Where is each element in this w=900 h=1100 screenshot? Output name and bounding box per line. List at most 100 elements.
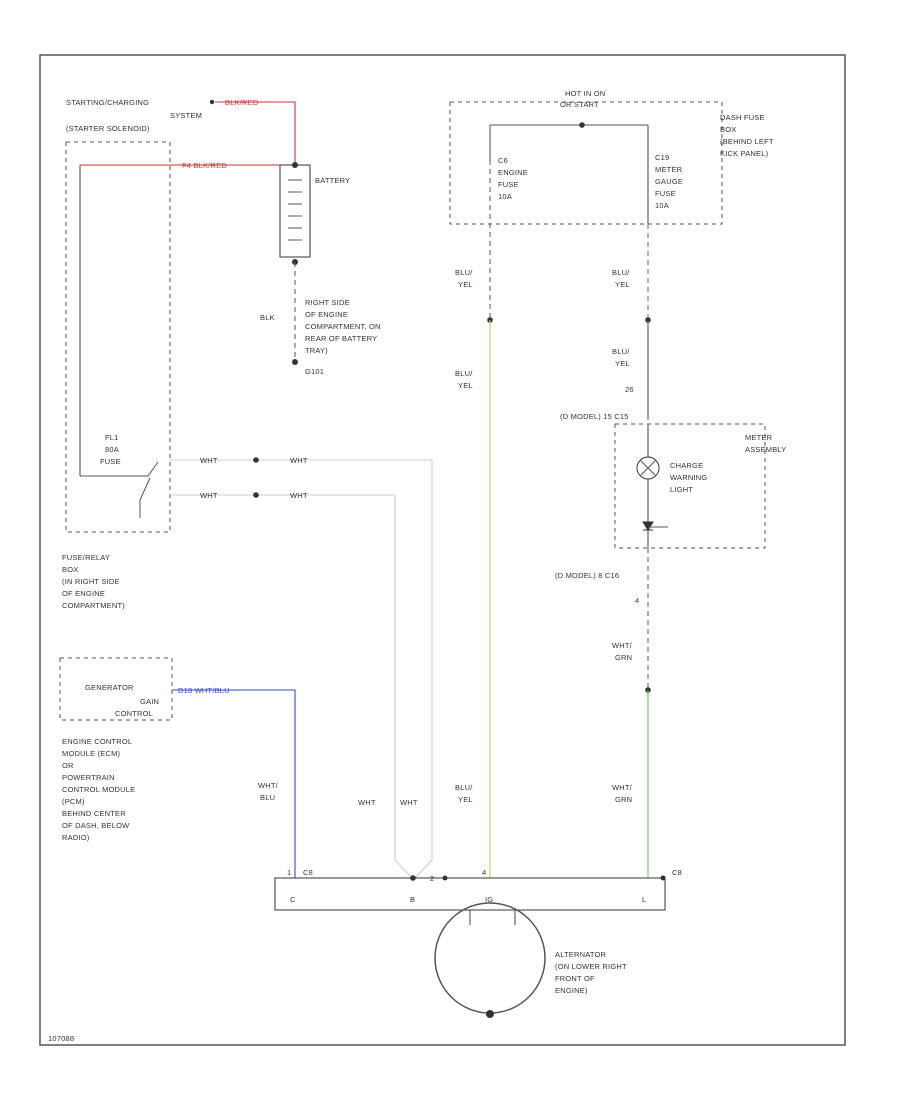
blu-yel-label-2a: BLU/ xyxy=(612,268,630,277)
meter-fuse-label-2: METER xyxy=(655,165,683,174)
alt-term-b: B xyxy=(410,895,415,904)
blu-yel-label-3b: YEL xyxy=(458,381,473,390)
fuse-blk-red-label: F4 BLK/RED xyxy=(182,161,227,170)
blu-yel-label-1a: BLU/ xyxy=(455,268,473,277)
alt-connector-label-2: C8 xyxy=(672,868,682,877)
wht-label-6: WHT xyxy=(400,798,418,807)
meter-fuse-label-3: GAUGE xyxy=(655,177,683,186)
blu-yel-label-1b: YEL xyxy=(458,280,473,289)
ecm-label-9: RADIO) xyxy=(62,833,90,842)
ground-loc-4: REAR OF BATTERY xyxy=(305,334,377,343)
meter-fuse-label-5: 10A xyxy=(655,201,669,210)
gen-wire-label: D18 WHT/BLU xyxy=(178,686,230,695)
alternator-connector xyxy=(274,877,666,911)
alt-l-pin-node xyxy=(660,875,666,881)
fuse-relay-label-4: OF ENGINE xyxy=(62,589,105,598)
alt-pin-1: 1 xyxy=(287,868,291,877)
pin-4-label: 4 xyxy=(635,596,639,605)
alternator-symbol xyxy=(434,902,546,1014)
ecm-label-8: OF DASH, BELOW xyxy=(62,821,130,830)
wht-blu-wire xyxy=(172,689,296,878)
blk-red-top-label: BLK/RED xyxy=(225,98,259,107)
blu-yel-label-3a: BLU/ xyxy=(455,369,473,378)
blu-yel-label-5a: BLU/ xyxy=(612,347,630,356)
ecm-box-outline xyxy=(59,657,173,721)
engine-fuse-label-4: 10A xyxy=(498,192,512,201)
starter-arrow-icon xyxy=(209,99,215,105)
battery-positive-node xyxy=(292,162,298,168)
dash-fuse-box-label-4: KICK PANEL) xyxy=(720,149,769,158)
blk-red-wire-top xyxy=(215,101,296,165)
engine-fuse-label-3: FUSE xyxy=(498,180,519,189)
meter-assembly-outline xyxy=(614,423,766,549)
ecm-label-2: MODULE (ECM) xyxy=(62,749,121,758)
ecm-label-7: BEHIND CENTER xyxy=(62,809,126,818)
wht-grn-label-2a: WHT/ xyxy=(612,783,633,792)
wht-grn-label-2b: GRN xyxy=(615,795,632,804)
wht-label-1: WHT xyxy=(200,456,218,465)
alt-connector-label-1: C8 xyxy=(303,868,313,877)
hot-in-on-label-1: HOT IN ON xyxy=(565,89,605,98)
alt-term-l: L xyxy=(642,895,646,904)
wht-splice-lower xyxy=(253,492,259,498)
d-model-bot-label: (D MODEL) 8 C16 xyxy=(555,571,619,580)
charge-light-label-2: WARNING xyxy=(670,473,707,482)
diode-icon xyxy=(642,521,654,531)
hot-bus-splice xyxy=(579,122,585,128)
dash-fuse-box-label-3: (BEHIND LEFT xyxy=(720,137,774,146)
blk-ground-label: BLK xyxy=(260,313,275,322)
starting-system-label-3: (STARTER SOLENOID) xyxy=(66,124,150,133)
fuse-relay-label-5: COMPARTMENT) xyxy=(62,601,125,610)
ground-loc-2: OF ENGINE xyxy=(305,310,348,319)
ground-loc-3: COMPARTMENT, ON xyxy=(305,322,381,331)
alt-pin-2-node xyxy=(442,875,448,881)
gen-control-label-1: GENERATOR xyxy=(85,683,134,692)
charge-light-label-3: LIGHT xyxy=(670,485,693,494)
hot-in-on-label-2: OR START xyxy=(560,100,599,109)
blu-yel-label-5b: YEL xyxy=(615,359,630,368)
d-model-top-label: (D MODEL) 15 C15 xyxy=(560,412,629,421)
fuse-relay-internal-link xyxy=(125,461,159,518)
dash-fuse-box-outline xyxy=(449,101,723,225)
wht-label-3: WHT xyxy=(200,491,218,500)
meter-fuse-label-4: FUSE xyxy=(655,189,676,198)
blu-yel-label-2b: YEL xyxy=(615,280,630,289)
alternator-label-2: (ON LOWER RIGHT xyxy=(555,962,627,971)
fuse-relay-box-outline xyxy=(65,141,171,533)
blu-yel-label-4b: YEL xyxy=(458,795,473,804)
pin-26-label: 26 xyxy=(625,385,634,394)
alt-b-terminal-node xyxy=(410,875,416,881)
ground-g101-node xyxy=(292,359,298,365)
dash-fuse-box-label-1: DASH FUSE xyxy=(720,113,765,122)
diagram-frame xyxy=(39,54,846,1046)
ecm-label-3: OR xyxy=(62,761,74,770)
alternator-ground-node xyxy=(486,1010,494,1018)
starting-system-label-2: SYSTEM xyxy=(170,111,202,120)
wht-label-5: WHT xyxy=(358,798,376,807)
wht-grn-label-1a: WHT/ xyxy=(612,641,633,650)
meter-assembly-label-1: METER xyxy=(745,433,773,442)
meter-fuse-label-1: C19 xyxy=(655,153,669,162)
wht-label-2: WHT xyxy=(290,456,308,465)
fuse-relay-label-2: BOX xyxy=(62,565,78,574)
ground-loc-5: TRAY) xyxy=(305,346,328,355)
fl1-fuse-label-3: FUSE xyxy=(100,457,121,466)
alt-term-c: C xyxy=(290,895,296,904)
ecm-label-5: CONTROL MODULE xyxy=(62,785,135,794)
footer-id: 107088 xyxy=(48,1034,74,1043)
dash-fuse-box-label-2: BOX xyxy=(720,125,736,134)
battery-symbol xyxy=(279,164,311,258)
ecm-label-6: (PCM) xyxy=(62,797,85,806)
alt-pin-4: 4 xyxy=(482,868,486,877)
meter-assembly-label-2: ASSEMBLY xyxy=(745,445,786,454)
wht-label-4: WHT xyxy=(290,491,308,500)
wht-blu-label-2: BLU xyxy=(260,793,275,802)
alt-pin-2: 2 xyxy=(430,874,434,883)
fl1-fuse-label-2: 80A xyxy=(105,445,119,454)
ground-loc-1: RIGHT SIDE xyxy=(305,298,350,307)
alternator-label-3: FRONT OF xyxy=(555,974,595,983)
alt-term-ig: IG xyxy=(485,895,493,904)
ecm-label-4: POWERTRAIN xyxy=(62,773,115,782)
ecm-label-1: ENGINE CONTROL xyxy=(62,737,132,746)
